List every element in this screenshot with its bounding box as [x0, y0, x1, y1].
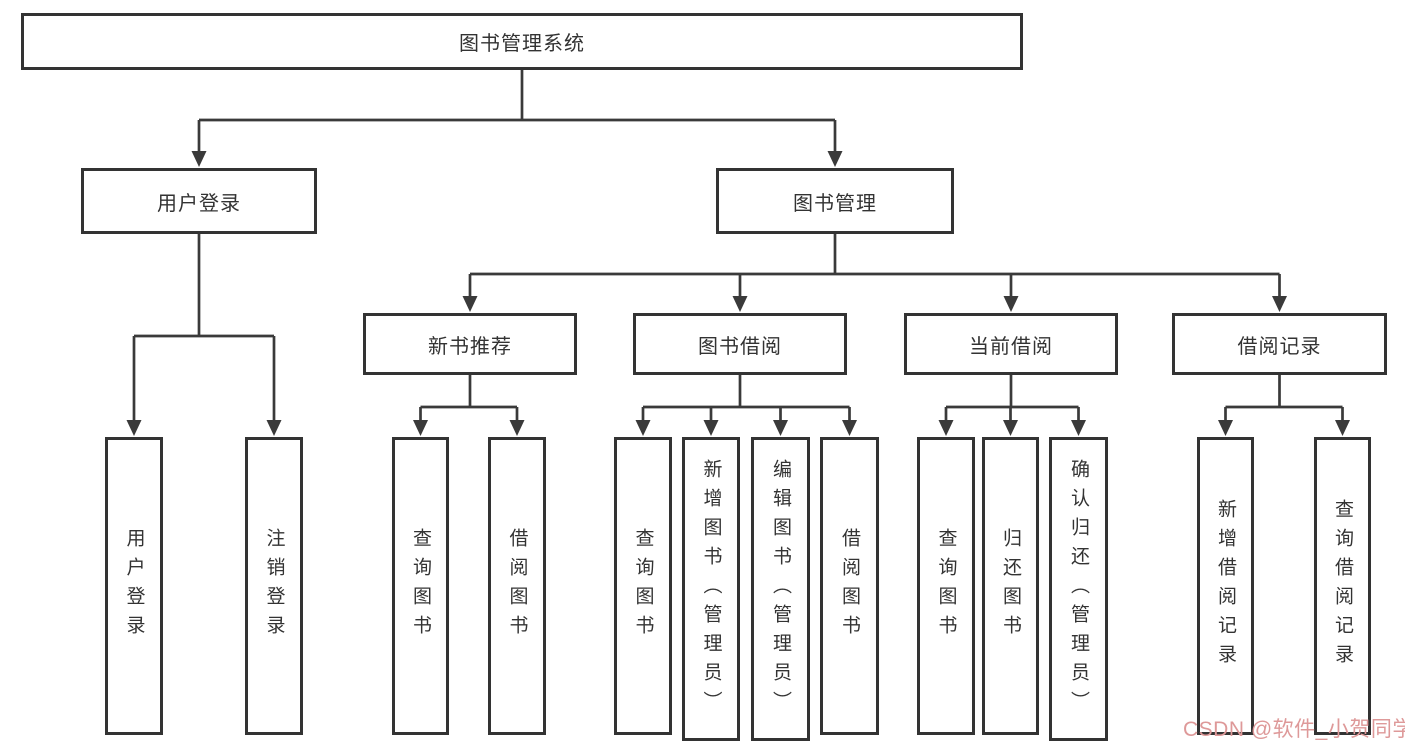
connector-records	[1224, 373, 1344, 425]
arrowhead-down-icon	[126, 420, 142, 436]
connector-root	[197, 68, 837, 156]
connector-current	[944, 373, 1080, 425]
node-records: 借阅记录	[1172, 313, 1387, 375]
connector-login	[132, 232, 276, 425]
arrowhead-down-icon	[191, 151, 207, 167]
node-borrow: 图书借阅	[633, 313, 847, 375]
arrowhead-down-icon	[462, 296, 478, 312]
arrowhead-down-icon	[1003, 296, 1019, 312]
node-label: 查询借阅记录	[1332, 499, 1353, 673]
node-label: 注销登录	[263, 528, 285, 644]
arrowhead-down-icon	[1272, 296, 1287, 312]
node-label: 借阅记录	[1237, 335, 1322, 358]
node-label: 新增图书（管理员）	[700, 458, 722, 720]
node-c-query: 查询图书	[917, 437, 975, 735]
arrowhead-down-icon	[413, 420, 428, 436]
arrowhead-down-icon	[827, 151, 843, 167]
connector-borrow	[641, 373, 851, 425]
node-label: 图书管理	[793, 192, 877, 215]
watermark-text: CSDN @软件_小贺同学	[1183, 718, 1405, 741]
connector-mgmt	[468, 232, 1281, 301]
node-label: 查询图书	[935, 528, 957, 644]
arrowhead-down-icon	[703, 420, 719, 436]
arrowhead-down-icon	[938, 420, 954, 436]
node-b-query: 查询图书	[614, 437, 672, 735]
node-rec-query: 查询图书	[392, 437, 449, 735]
node-current: 当前借阅	[904, 313, 1118, 375]
arrowhead-down-icon	[266, 420, 282, 436]
node-label: 查询图书	[410, 528, 431, 644]
arrowhead-down-icon	[842, 420, 857, 436]
arrowhead-down-icon	[773, 420, 788, 436]
node-label: 归还图书	[1000, 528, 1021, 644]
node-label: 当前借阅	[969, 335, 1053, 358]
node-mgmt: 图书管理	[716, 168, 954, 234]
node-r-query: 查询借阅记录	[1314, 437, 1371, 735]
node-label: 借阅图书	[506, 528, 528, 644]
node-rec-borrow: 借阅图书	[488, 437, 546, 735]
node-label: 图书借阅	[698, 335, 782, 358]
arrowhead-down-icon	[1218, 420, 1233, 436]
arrowhead-down-icon	[509, 420, 525, 436]
node-label: 确认归还（管理员）	[1068, 458, 1089, 720]
arrowhead-down-icon	[635, 420, 651, 436]
connector-rec	[419, 373, 519, 425]
node-userlogin: 用户登录	[105, 437, 163, 735]
node-label: 图书管理系统	[459, 33, 585, 55]
node-label: 查询图书	[632, 528, 654, 644]
node-b-edit: 编辑图书（管理员）	[751, 437, 810, 741]
node-root: 图书管理系统	[21, 13, 1023, 70]
arrowhead-down-icon	[1071, 420, 1086, 436]
node-b-borrow: 借阅图书	[820, 437, 879, 735]
node-label: 编辑图书（管理员）	[770, 458, 791, 720]
node-b-add: 新增图书（管理员）	[682, 437, 740, 741]
arrowhead-down-icon	[1335, 420, 1350, 436]
node-label: 用户登录	[123, 528, 145, 644]
node-login: 用户登录	[81, 168, 317, 234]
arrowhead-down-icon	[1003, 420, 1018, 436]
node-label: 用户登录	[157, 192, 241, 215]
node-c-return: 归还图书	[982, 437, 1039, 735]
node-r-add: 新增借阅记录	[1197, 437, 1254, 735]
node-logout: 注销登录	[245, 437, 303, 735]
node-label: 借阅图书	[839, 528, 860, 644]
node-label: 新书推荐	[428, 335, 512, 358]
node-rec: 新书推荐	[363, 313, 577, 375]
arrowhead-down-icon	[732, 296, 748, 312]
node-label: 新增借阅记录	[1215, 499, 1236, 673]
node-c-confirm: 确认归还（管理员）	[1049, 437, 1108, 741]
